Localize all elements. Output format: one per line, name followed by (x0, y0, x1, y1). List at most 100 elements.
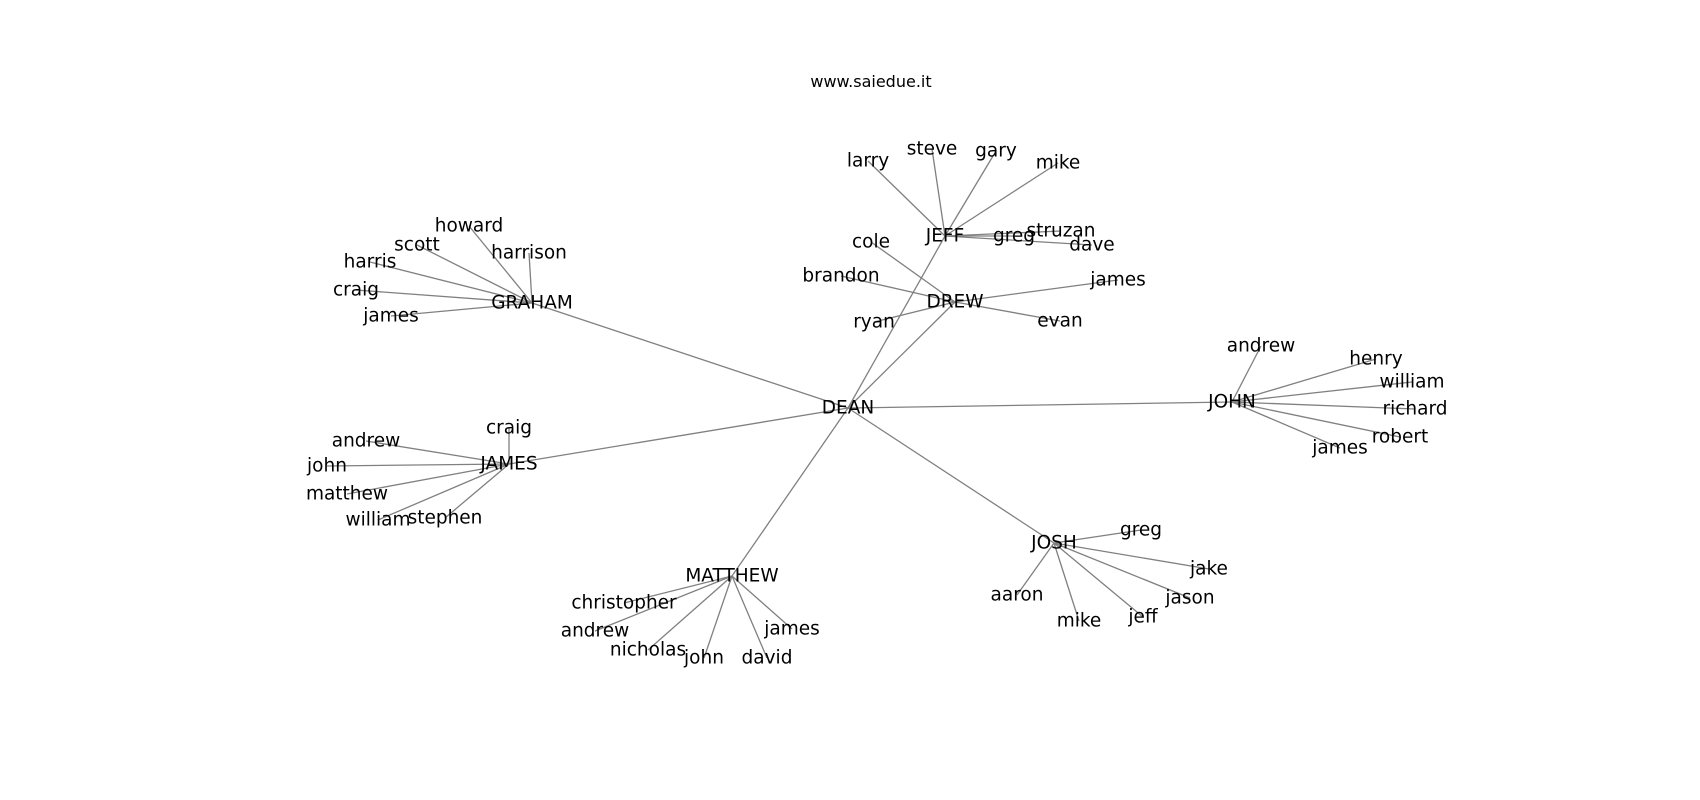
edge-jeff-to-jeff-gary (944, 150, 997, 237)
node-label: scott (394, 235, 440, 256)
node-josh-jason: jason (1164, 588, 1214, 609)
node-label: craig (333, 280, 379, 301)
node-josh: JOSH (1030, 533, 1077, 554)
node-josh-jake: jake (1189, 559, 1228, 580)
node-james-john: john (306, 456, 347, 477)
edge-graham-to-graham-craig (355, 289, 533, 304)
node-label: greg (993, 226, 1035, 247)
node-label: harris (344, 252, 397, 273)
edge-graham-to-graham-harris (369, 261, 533, 304)
node-label: mike (1036, 153, 1081, 174)
node-label: john (306, 456, 347, 477)
node-james-matthew: matthew (306, 484, 388, 505)
edge-matthew-to-matthew-john (703, 575, 733, 659)
node-jeff-gary: gary (975, 141, 1017, 162)
node-label: christopher (571, 593, 677, 614)
node-graham-howard: howard (435, 216, 504, 237)
node-label: dave (1069, 235, 1114, 256)
node-james: JAMES (479, 454, 537, 475)
node-john-william: william (1379, 372, 1444, 393)
node-drew-james: james (1089, 270, 1146, 291)
edge-john-to-john-william (1231, 381, 1413, 403)
node-john-richard: richard (1382, 399, 1447, 420)
edge-drew-to-drew-james (954, 279, 1119, 303)
edge-drew-to-drew-evan (954, 301, 1061, 322)
node-label: david (742, 648, 793, 669)
edge-john-to-john-richard (1231, 401, 1416, 410)
node-matthew: MATTHEW (685, 566, 778, 587)
node-label: mike (1057, 611, 1102, 632)
edge-james-to-james-william (377, 463, 510, 521)
node-drew-evan: evan (1037, 311, 1082, 332)
node-matthew-david: david (742, 648, 793, 669)
node-graham-harrison: harrison (491, 243, 567, 264)
node-josh-jeff: jeff (1127, 607, 1159, 628)
node-label: james (1089, 270, 1146, 291)
node-jeff-steve: steve (907, 139, 958, 160)
node-dean: DEAN (822, 398, 874, 419)
edge-dean-to-john (847, 401, 1233, 409)
edge-jeff-to-jeff-struzan (944, 230, 1062, 237)
node-label: JOHN (1207, 392, 1256, 413)
edge-matthew-to-matthew-james (731, 575, 793, 630)
node-drew: DREW (926, 292, 983, 313)
node-jeff-mike: mike (1036, 153, 1081, 174)
edge-josh-to-josh-jake (1053, 542, 1210, 570)
edge-john-to-john-james (1231, 401, 1341, 449)
edge-josh-to-josh-jason (1053, 542, 1191, 599)
node-label: JEFF (925, 226, 964, 247)
node-josh-mike: mike (1057, 611, 1102, 632)
node-label: robert (1372, 427, 1429, 448)
node-label: GRAHAM (491, 293, 573, 314)
edge-jeff-to-jeff-dave (944, 235, 1093, 246)
node-label: DEAN (822, 398, 874, 419)
node-label: ryan (853, 312, 895, 333)
edge-graham-to-graham-howard (468, 225, 533, 304)
node-label: JOSH (1030, 533, 1077, 554)
edge-jeff-to-jeff-larry (867, 160, 946, 237)
node-label: brandon (802, 266, 879, 287)
edge-matthew-to-matthew-nicholas (647, 575, 733, 651)
node-jeff-struzan: struzan (1027, 221, 1096, 242)
edge-dean-to-drew (847, 301, 956, 409)
node-graham-craig: craig (333, 280, 379, 301)
node-john-henry: henry (1349, 349, 1402, 370)
node-label: stephen (408, 508, 483, 529)
node-label: andrew (1227, 336, 1296, 357)
node-label: matthew (306, 484, 388, 505)
node-matthew-christopher: christopher (571, 593, 677, 614)
edge-drew-to-drew-brandon (840, 275, 956, 303)
edge-james-to-james-matthew (346, 463, 510, 495)
node-james-stephen: stephen (408, 508, 483, 529)
page-title: www.saiedue.it (810, 72, 931, 91)
node-label: jason (1164, 588, 1214, 609)
node-jeff-larry: larry (847, 151, 889, 172)
node-label: DREW (926, 292, 983, 313)
node-label: gary (975, 141, 1017, 162)
edge-jeff-to-jeff-mike (944, 162, 1059, 237)
node-matthew-james: james (763, 619, 820, 640)
node-james-andrew: andrew (332, 431, 401, 452)
node-label: henry (1349, 349, 1402, 370)
edge-james-to-james-stephen (444, 463, 510, 519)
node-matthew-andrew: andrew (561, 621, 630, 642)
node-label: james (362, 306, 419, 327)
node-john-robert: robert (1372, 427, 1429, 448)
node-graham-harris: harris (344, 252, 397, 273)
edge-drew-to-drew-cole (870, 241, 956, 303)
node-label: howard (435, 216, 504, 237)
node-drew-brandon: brandon (802, 266, 879, 287)
edge-john-to-john-henry (1231, 358, 1377, 403)
node-label: jake (1189, 559, 1228, 580)
edge-james-to-james-john (326, 463, 510, 467)
node-label: james (763, 619, 820, 640)
edge-matthew-to-matthew-andrew (594, 575, 733, 632)
node-label: harrison (491, 243, 567, 264)
node-label: JAMES (479, 454, 537, 475)
node-graham-scott: scott (394, 235, 440, 256)
node-drew-ryan: ryan (853, 312, 895, 333)
edge-dean-to-josh (847, 407, 1055, 544)
edge-graham-to-graham-harrison (528, 252, 533, 304)
